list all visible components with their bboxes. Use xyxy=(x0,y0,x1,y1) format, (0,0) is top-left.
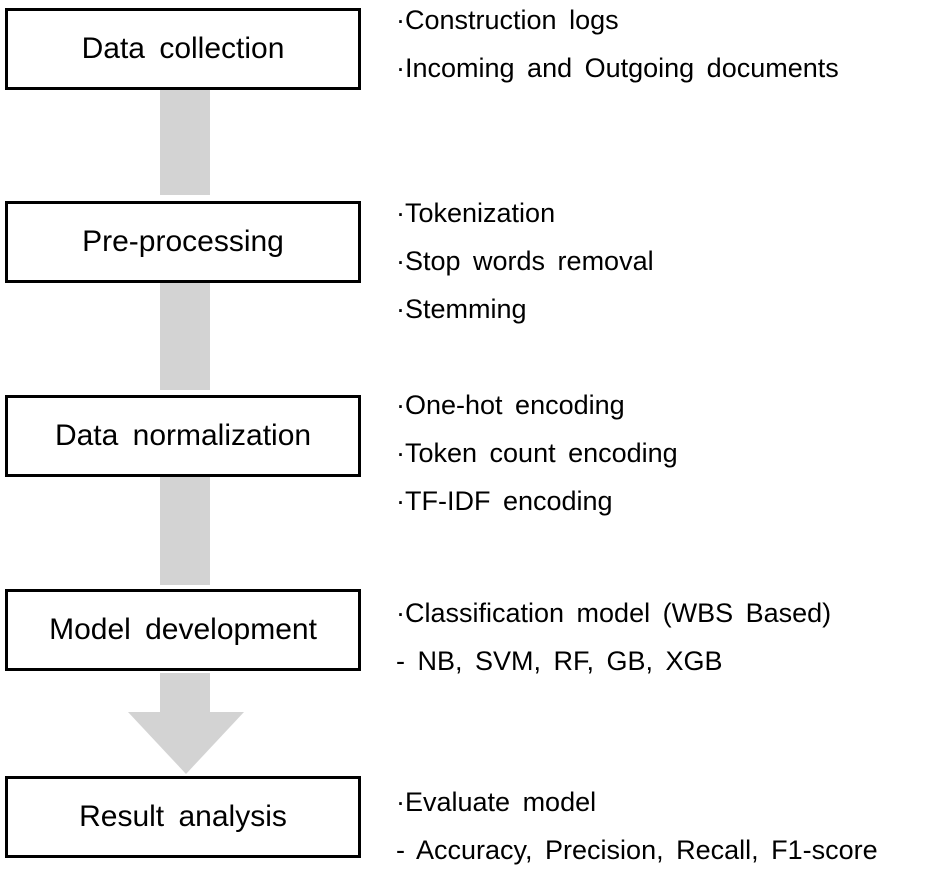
note-item: ·Construction logs xyxy=(396,5,619,35)
note-item: - NB, SVM, RF, GB, XGB xyxy=(396,646,723,676)
connector-preprocessing-to-normalization xyxy=(160,283,210,390)
connector-normalization-to-model xyxy=(160,477,210,585)
note-item: ·Tokenization xyxy=(396,198,556,228)
note-item: ·TF-IDF encoding xyxy=(396,486,613,516)
step-label: Result analysis xyxy=(79,800,287,833)
note-item: ·Token count encoding xyxy=(396,438,678,468)
step-box-model-development: Model development xyxy=(5,589,361,671)
step-label: Data normalization xyxy=(54,419,312,452)
step-label: Pre-processing xyxy=(82,225,284,258)
note-item: ·Stemming xyxy=(396,294,527,324)
step-box-result-analysis: Result analysis xyxy=(5,776,361,858)
note-item: ·Evaluate model xyxy=(396,787,597,817)
step-label: Model development xyxy=(49,613,317,646)
step-label: Data collection xyxy=(81,32,285,65)
step-notes-model-development: ·Classification model (WBS Based) - NB, … xyxy=(396,589,831,685)
note-item: ·Stop words removal xyxy=(396,246,654,276)
step-notes-pre-processing: ·Tokenization ·Stop words removal ·Stemm… xyxy=(396,189,654,333)
step-box-pre-processing: Pre-processing xyxy=(5,201,361,283)
step-box-data-normalization: Data normalization xyxy=(5,395,361,477)
connector-model-to-analysis xyxy=(160,673,210,713)
arrow-head-icon xyxy=(128,712,244,774)
note-item: - Accuracy, Precision, Recall, F1-score xyxy=(396,835,878,865)
step-notes-result-analysis: ·Evaluate model - Accuracy, Precision, R… xyxy=(396,778,878,874)
step-notes-data-normalization: ·One-hot encoding ·Token count encoding … xyxy=(396,381,678,525)
note-item: ·Classification model (WBS Based) xyxy=(396,598,832,628)
step-notes-data-collection: ·Construction logs ·Incoming and Outgoin… xyxy=(396,0,839,92)
connector-collection-to-preprocessing xyxy=(160,90,210,195)
step-box-data-collection: Data collection xyxy=(5,8,361,90)
note-item: ·Incoming and Outgoing documents xyxy=(396,53,839,83)
note-item: ·One-hot encoding xyxy=(396,390,625,420)
